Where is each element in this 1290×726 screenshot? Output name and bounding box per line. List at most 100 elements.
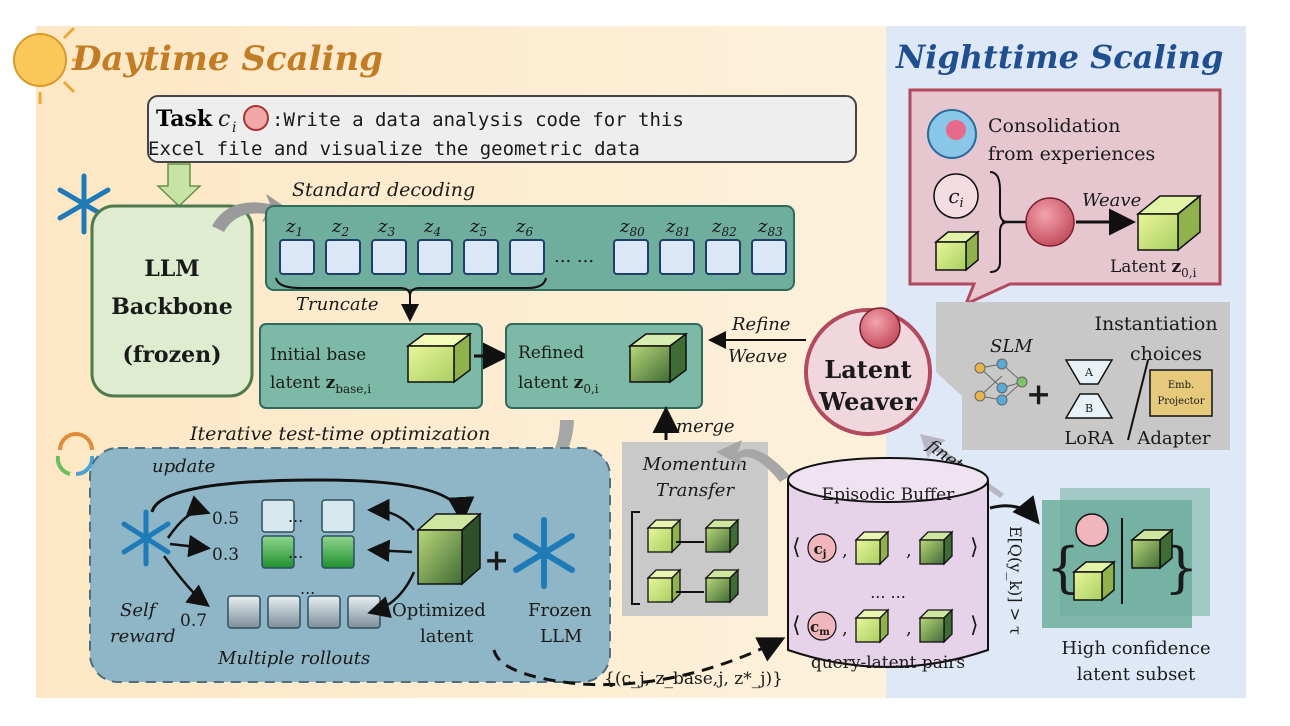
optimized-line1: Optimized: [392, 600, 486, 621]
consolidation-line2: from experiences: [988, 143, 1155, 165]
emb-line2: Projector: [1158, 396, 1205, 407]
emb-projector-box: [1149, 369, 1213, 417]
rollout-dots-1: ...: [288, 507, 303, 526]
buffer-comma: ,: [842, 540, 848, 561]
task-line1: :Write a data analysis code for this: [272, 109, 684, 131]
latent-cube-icon: [405, 332, 473, 384]
rollout-token: [307, 595, 341, 629]
token-label: z82: [711, 216, 737, 239]
token-label: z3: [377, 216, 395, 239]
consolidation-line1: Consolidation: [988, 115, 1120, 137]
buffer-cj-circle: [807, 533, 837, 563]
high-conf-query-icon: [1075, 513, 1109, 547]
buffer-cubes: ,,,,: [842, 530, 954, 644]
momentum-cubes: [646, 518, 740, 604]
truncate-label: Truncate: [296, 294, 379, 315]
lora-label: LoRA: [1064, 428, 1114, 449]
rollout-dots-3: ...: [300, 579, 315, 598]
consolidated-latent-label: Latent z0,i: [1110, 257, 1197, 280]
backbone-line1: LLM: [144, 256, 199, 282]
token-box: [613, 239, 649, 275]
high-conf-box: [1042, 500, 1192, 628]
update-label: update: [152, 456, 215, 477]
rollout-token: [227, 595, 261, 629]
gray-arrow-icon: [212, 194, 290, 232]
buffer-cube-icon: [918, 530, 954, 566]
instantiation-line2: choices: [1130, 343, 1202, 365]
reward-value-1: 0.5: [212, 509, 239, 529]
lora-a-shape: [1064, 359, 1114, 385]
initial-line1: Initial base: [270, 345, 366, 365]
task-var-sub: i: [232, 120, 236, 136]
momentum-line1: Momentum: [642, 454, 747, 475]
momentum-box: [622, 442, 768, 616]
high-conf-line1: High confidence: [1061, 638, 1210, 659]
update-arrow: [150, 478, 475, 524]
token-box: [279, 239, 315, 275]
inst-divider: [1127, 359, 1149, 441]
rollout-token: [321, 499, 355, 533]
rollout-token: [321, 535, 355, 569]
buffer-entry-open-2: ⟨: [792, 613, 801, 638]
buffer-top: [787, 457, 989, 503]
momentum-cube-icon: [646, 568, 682, 604]
refined-line1: Refined: [518, 343, 584, 363]
task-line2: Excel file and visualize the geometric d…: [148, 138, 640, 160]
token-label: z83: [757, 216, 783, 239]
buffer-to-momentum-arrow: [716, 440, 790, 482]
merge-label: merge: [676, 416, 735, 437]
optimized-latent-cube-icon: [416, 512, 482, 586]
self-reward-line2: reward: [110, 626, 176, 647]
token-box: [751, 239, 787, 275]
reward-arrow-1: [166, 495, 211, 539]
opt-arrow-3: [367, 571, 416, 619]
backbone-line2: Backbone: [111, 294, 233, 320]
rollout-token: [261, 499, 295, 533]
buffer-entry-open-1: ⟨: [792, 535, 801, 560]
momentum-cube-icon: [704, 568, 740, 604]
weaver-line2: Weaver: [818, 387, 917, 416]
self-reward-line1: Self: [120, 600, 159, 621]
token-box: [417, 239, 453, 275]
weave-yarn-icon: [1025, 197, 1075, 247]
buffer-comma: ,: [842, 618, 848, 639]
daytime-title: Daytime Scaling: [71, 39, 383, 79]
token-label: z5: [469, 216, 487, 239]
instantiation-line1: Instantiation: [1094, 313, 1217, 335]
buffer-cm-circle: [807, 611, 837, 641]
token-label: z2: [331, 216, 349, 239]
brain-core: [946, 120, 966, 140]
buffer-entry-close-1: ⟩: [970, 535, 979, 560]
buffer-cm: cm: [810, 618, 830, 638]
initial-line2: latent zbase,i: [270, 373, 371, 396]
rollout-token: [261, 535, 295, 569]
buffer-footer: query-latent pairs: [811, 653, 965, 673]
frozen-llm-snowflake-icon: [513, 517, 575, 589]
criterion-arrow: [989, 495, 1040, 525]
buffer-entry-close-2: ⟩: [970, 613, 979, 638]
reward-value-2: 0.3: [212, 545, 239, 565]
weaver-line1: Latent: [824, 355, 911, 384]
nighttime-title: Nighttime Scaling: [895, 38, 1223, 76]
tuple-label: {(c_j, z_base,j, z*_j)}: [604, 669, 783, 689]
lora-b-label: B: [1085, 402, 1093, 415]
task-var: c: [218, 107, 230, 132]
yarn-icon: [859, 307, 901, 349]
buffer-comma: ,: [906, 540, 912, 561]
momentum-bracket: [631, 511, 640, 605]
backbone-line3: (frozen): [122, 342, 221, 368]
iterative-title: Iterative test-time optimization: [189, 423, 490, 445]
cycle-icon: [55, 432, 95, 477]
llm-backbone-box: [90, 204, 254, 398]
momentum-cube-icon: [704, 518, 740, 554]
slm-label: SLM: [990, 336, 1033, 357]
inst-plus: +: [1026, 377, 1051, 412]
refine-label: Refine: [731, 314, 790, 335]
rollout-dots-2: ...: [288, 543, 303, 562]
weave-label: Weave: [728, 346, 787, 367]
token-label: z1: [285, 216, 303, 239]
token-box: [371, 239, 407, 275]
